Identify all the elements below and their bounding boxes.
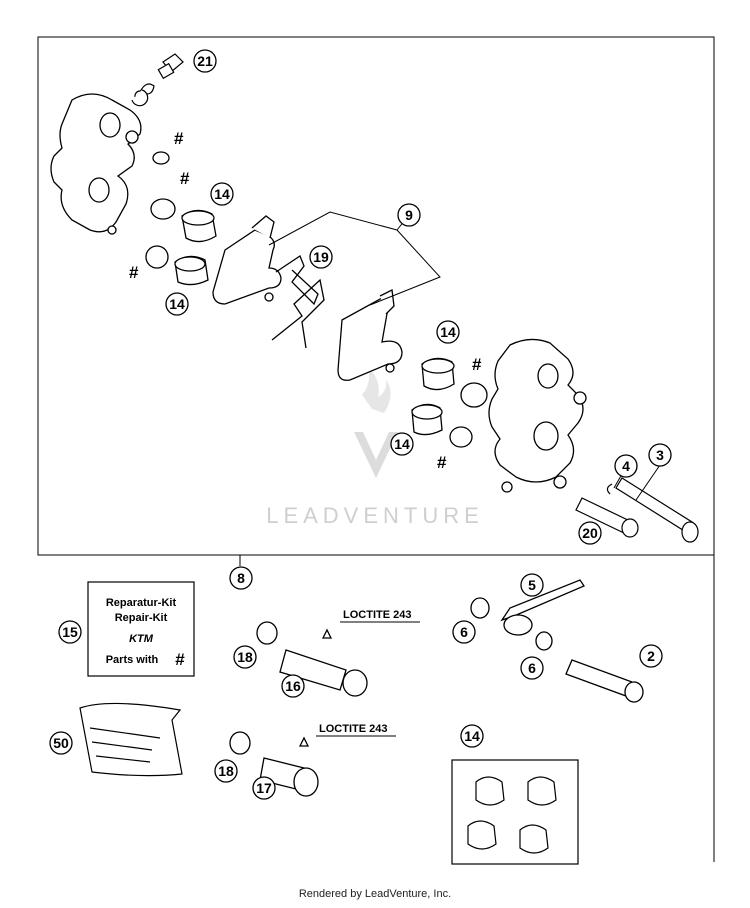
right-seals-pistons xyxy=(411,357,488,448)
repair-kit-line2: Repair-Kit xyxy=(115,612,168,624)
callout-3: 3 xyxy=(656,447,664,463)
callout-labels: 21 9 14 19 14 14 14 3 4 20 8 5 15 18 16 … xyxy=(53,53,664,796)
callout-14: 14 xyxy=(440,324,456,340)
callout-2: 2 xyxy=(647,648,655,664)
callout-8: 8 xyxy=(237,570,245,586)
brake-pad-right xyxy=(337,289,403,381)
callout-20: 20 xyxy=(582,525,598,541)
callout-14: 14 xyxy=(394,436,410,452)
hash-mark: # xyxy=(437,453,447,472)
repair-kit-line3: Parts with xyxy=(106,654,159,666)
callout-18: 18 xyxy=(237,649,253,665)
bleed-screw xyxy=(131,53,184,107)
callout-14: 14 xyxy=(464,728,480,744)
callouts xyxy=(49,49,672,800)
lower-parts xyxy=(229,579,644,797)
caliper-bracket-left xyxy=(50,93,142,235)
pad-spring xyxy=(271,255,325,349)
sticker-sheet xyxy=(79,702,183,777)
callout-21: 21 xyxy=(197,53,213,69)
callout-6: 6 xyxy=(528,660,536,676)
leadventure-watermark: LEADVENTURE xyxy=(266,367,484,528)
left-seals-pistons xyxy=(145,151,217,286)
repair-kit-line1: Reparatur-Kit xyxy=(106,597,177,609)
callout-15: 15 xyxy=(62,624,78,640)
callout-17: 17 xyxy=(256,780,272,796)
pins-3-20 xyxy=(575,477,699,543)
hash-marks: # # # # # xyxy=(129,129,482,472)
watermark-text: LEADVENTURE xyxy=(266,503,484,528)
callout-19: 19 xyxy=(313,249,329,265)
callout-4: 4 xyxy=(622,458,630,474)
repair-kit-hash: # xyxy=(175,650,185,669)
callout-5: 5 xyxy=(528,577,536,593)
callout-18: 18 xyxy=(218,763,234,779)
brake-pad-left xyxy=(212,215,282,305)
loctite-label: LOCTITE 243 xyxy=(319,723,387,735)
callout-16: 16 xyxy=(285,678,301,694)
callout-50: 50 xyxy=(53,735,69,751)
callout-9: 9 xyxy=(405,207,413,223)
hash-mark: # xyxy=(180,169,190,188)
caliper-body-right xyxy=(488,338,587,493)
hash-mark: # xyxy=(472,355,482,374)
repair-kit-card: Reparatur-Kit Repair-Kit KTM Parts with … xyxy=(87,581,195,677)
diagram-frame xyxy=(37,36,715,862)
callout-14: 14 xyxy=(214,186,230,202)
hash-mark: # xyxy=(174,129,184,148)
hash-mark: # xyxy=(129,263,139,282)
ktm-logo: KTM xyxy=(129,633,154,645)
callout-14: 14 xyxy=(169,296,185,312)
callout-6: 6 xyxy=(460,624,468,640)
footer-credit: Rendered by LeadVenture, Inc. xyxy=(298,888,452,900)
loctite-label: LOCTITE 243 xyxy=(343,609,411,621)
piston-kit-box xyxy=(451,759,579,865)
leader-lines xyxy=(268,211,661,737)
